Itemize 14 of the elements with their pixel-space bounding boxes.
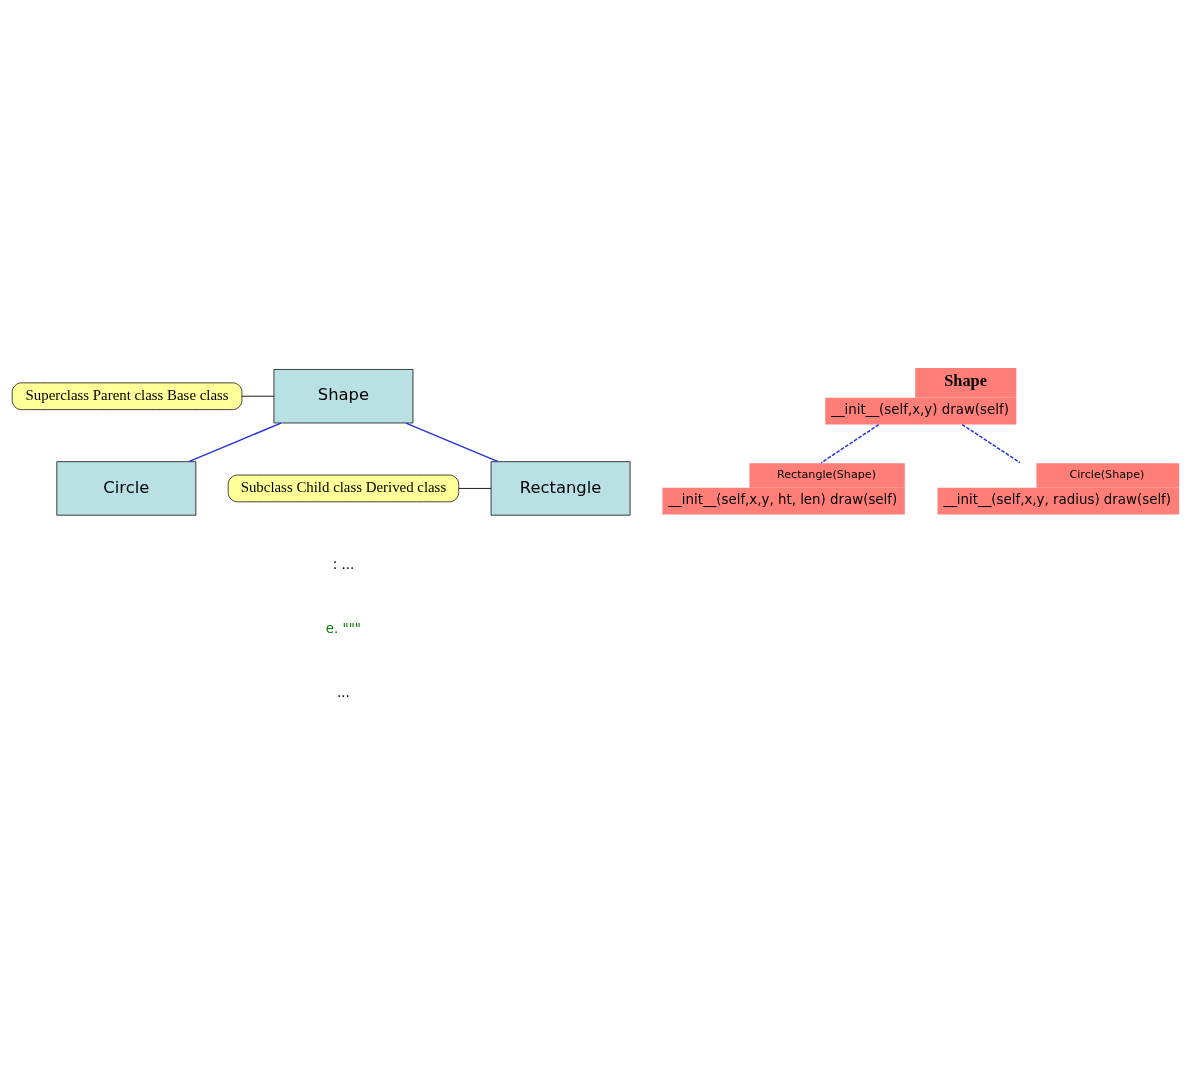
- label: e. """: [325, 620, 362, 636]
- connector: [820, 423, 880, 464]
- label: ...: [337, 684, 350, 700]
- node-box: Subclass Child class Derived class: [227, 474, 460, 503]
- node-box: Shape: [273, 369, 414, 424]
- connector: [961, 423, 1021, 464]
- connector: [241, 395, 275, 397]
- connector: [188, 422, 282, 463]
- node-box: Rectangle: [490, 461, 631, 516]
- node-box: Superclass Parent class Base class: [11, 382, 243, 410]
- label: : ...: [332, 557, 355, 573]
- connector: [458, 488, 492, 489]
- connector: [405, 422, 499, 463]
- node-box: Circle: [56, 461, 197, 516]
